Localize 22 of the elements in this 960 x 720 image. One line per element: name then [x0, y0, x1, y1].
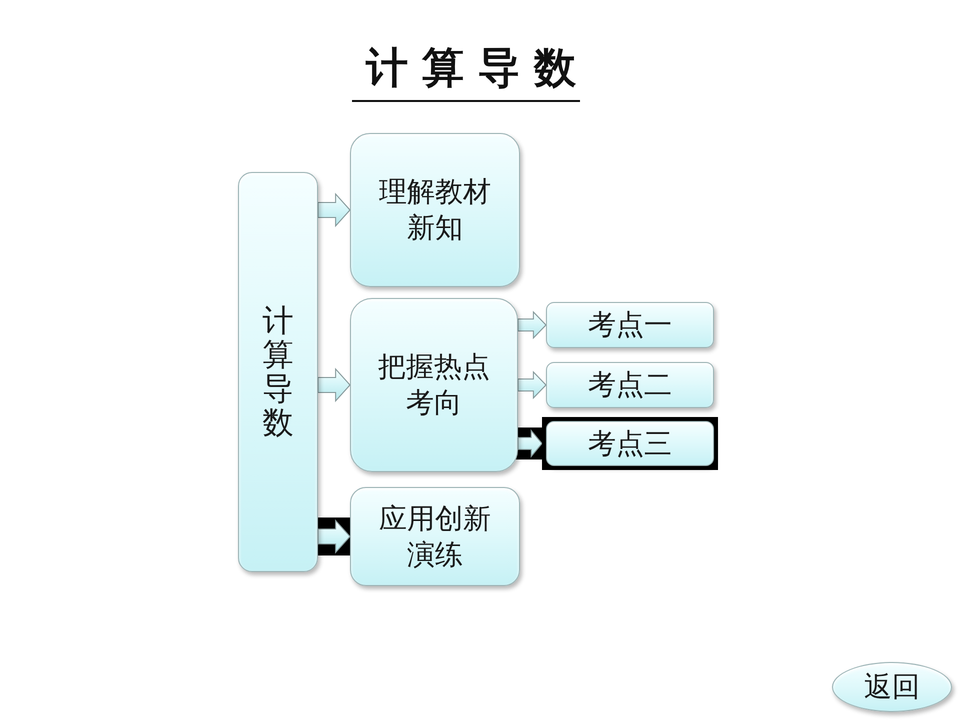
- block-arrow: [518, 370, 547, 400]
- heading-text: 理解教材新知: [378, 174, 492, 246]
- block-arrow: [318, 192, 351, 228]
- topic-panel: [546, 362, 714, 408]
- page-title: 计算导数: [352, 42, 580, 102]
- chapter-panel: [238, 172, 318, 572]
- section-panel: [350, 298, 518, 472]
- heading-text: 应用创新演练: [378, 500, 492, 572]
- highlighted-block-arrow: [315, 518, 351, 556]
- highlighted-topic-panel: [542, 417, 718, 470]
- block-arrow: [318, 368, 351, 402]
- section-panel: [350, 133, 520, 287]
- highlighted-block-arrow: [515, 428, 543, 460]
- back-button: 返回: [832, 662, 952, 712]
- block-arrow: [518, 310, 547, 340]
- heading-text: 考点三: [588, 426, 672, 462]
- heading-text: 考点一: [588, 307, 672, 343]
- heading-text: 计算导数: [262, 304, 294, 440]
- topic-panel: [546, 302, 714, 348]
- section-panel: [350, 487, 520, 586]
- heading-text: 把握热点考向: [376, 349, 491, 421]
- heading-text: 考点二: [588, 367, 672, 403]
